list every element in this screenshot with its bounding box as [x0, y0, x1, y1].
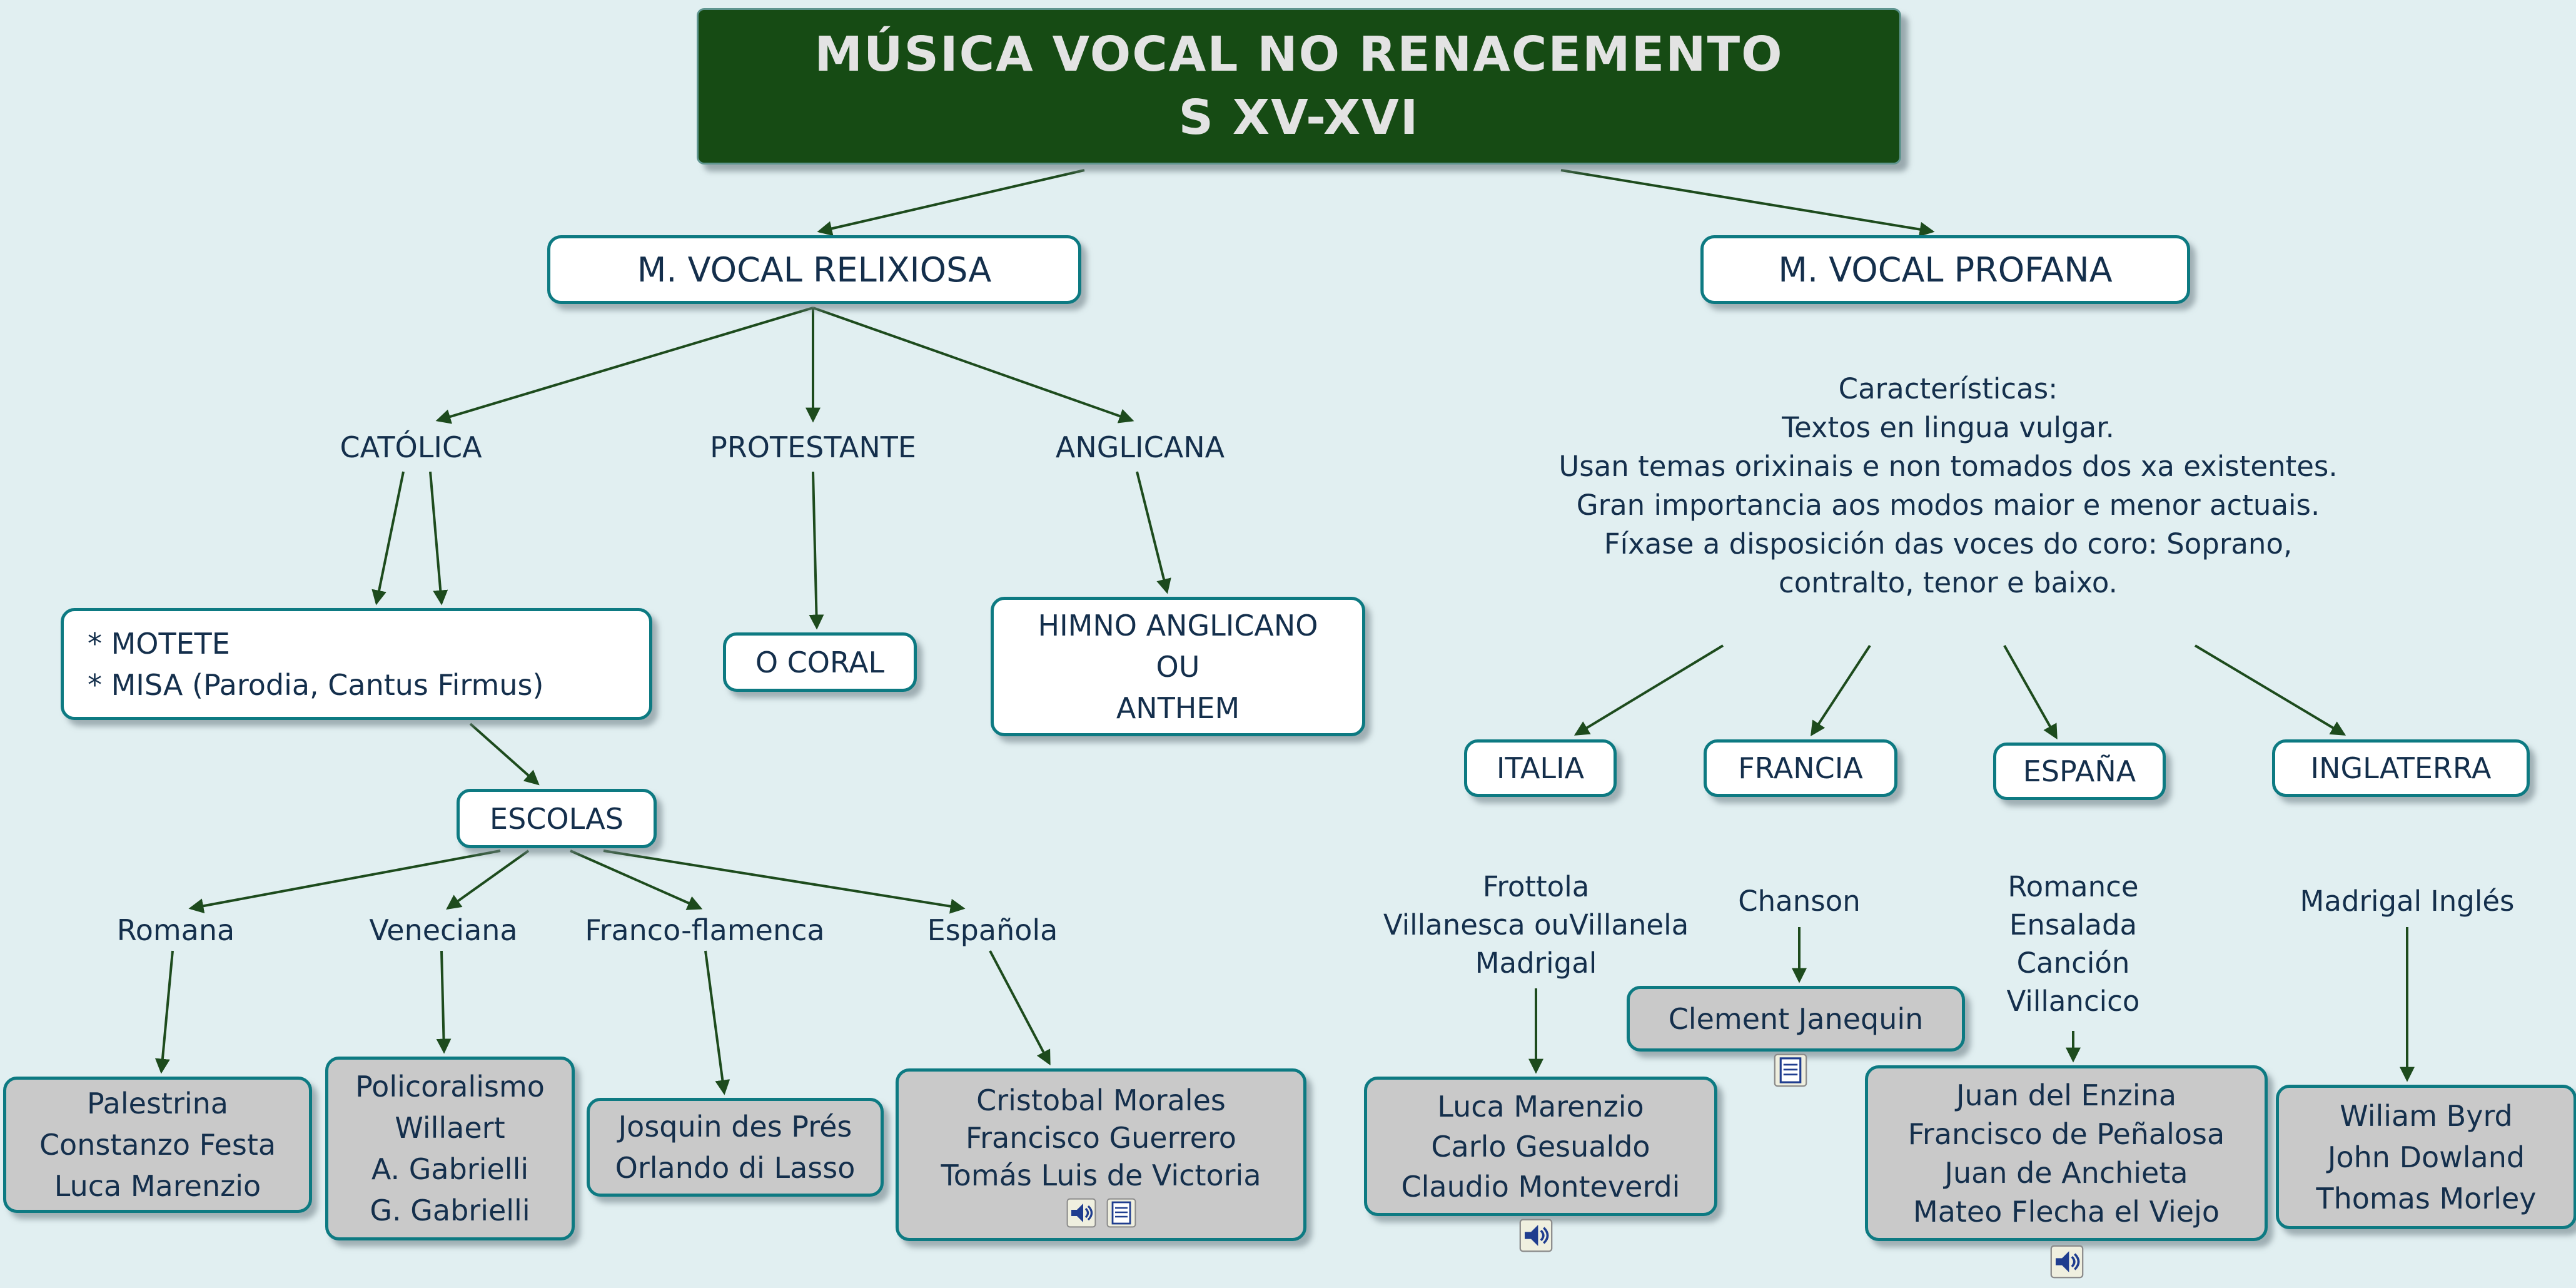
node-escolas[interactable]: ESCOLAS [457, 789, 657, 848]
node-vocal-profana[interactable]: M. VOCAL PROFANA [1700, 235, 2190, 304]
node-italia[interactable]: ITALIA [1464, 739, 1617, 797]
arrow-veneciana-composers [436, 950, 452, 1054]
node-inglaterra[interactable]: INGLATERRA [2272, 739, 2530, 797]
arrow-motete-escolas [469, 723, 540, 786]
arrow-escolas-romana [188, 849, 501, 914]
arrow-profana-francia [1811, 644, 1871, 737]
arrow-title-profana [1560, 169, 1935, 237]
node-o-coral[interactable]: O CORAL [723, 632, 917, 692]
label-espanola[interactable]: Española [927, 913, 1058, 947]
arrow-title-relixiosa [817, 169, 1085, 236]
node-composers-francia[interactable]: Clement Janequin [1627, 986, 1965, 1052]
arrow-escolas-espanola [603, 849, 966, 914]
arrow-profana-inglaterra [2194, 644, 2346, 736]
document-icon[interactable] [1774, 1053, 1807, 1087]
document-icon[interactable] [1105, 1198, 1138, 1228]
label-veneciana[interactable]: Veneciana [369, 913, 518, 947]
text-caracteristicas[interactable]: Características:Textos en lingua vulgar.… [1558, 372, 2338, 599]
node-vocal-relixiosa[interactable]: M. VOCAL RELIXIOSA [547, 235, 1081, 304]
arrow-anglicana-himno [1136, 471, 1171, 594]
arrow-profana-espana [2003, 645, 2058, 740]
arrow-escolas-veneciana [446, 849, 530, 910]
arrow-relixiosa-catolica [435, 307, 814, 424]
arrow-catolica-motete-2 [429, 471, 448, 606]
speaker-icon[interactable] [2050, 1245, 2084, 1279]
label-catolica[interactable]: CATÓLICA [340, 430, 482, 464]
speaker-icon[interactable] [1065, 1198, 1098, 1228]
label-anglicana[interactable]: ANGLICANA [1055, 430, 1225, 464]
arrow-franco-composers [704, 950, 730, 1095]
arrow-protestante-coral [809, 471, 824, 630]
node-motete-misa[interactable]: * MOTETE* MISA (Parodia, Cantus Firmus) [61, 608, 652, 720]
arrow-profana-italia [1573, 644, 1724, 736]
label-romana[interactable]: Romana [116, 913, 235, 947]
node-espana[interactable]: ESPAÑA [1993, 743, 2166, 800]
node-francia[interactable]: FRANCIA [1704, 739, 1897, 797]
text-forms-inglaterra[interactable]: Madrigal Inglés [2300, 885, 2515, 918]
text-forms-francia[interactable]: Chanson [1738, 885, 1861, 918]
arrow-espanola-composers [989, 950, 1051, 1066]
label-franco-flamenca[interactable]: Franco-flamenca [585, 913, 825, 947]
arrow-relixiosa-anglicana [812, 307, 1134, 423]
resource-icons [1065, 1198, 1138, 1228]
speaker-icon[interactable] [1519, 1219, 1553, 1252]
label-protestante[interactable]: PROTESTANTE [710, 430, 916, 464]
arrow-romana-composers [154, 950, 174, 1074]
arrow-catolica-motete-1 [371, 471, 405, 606]
arrow-escolas-franco [570, 849, 703, 910]
